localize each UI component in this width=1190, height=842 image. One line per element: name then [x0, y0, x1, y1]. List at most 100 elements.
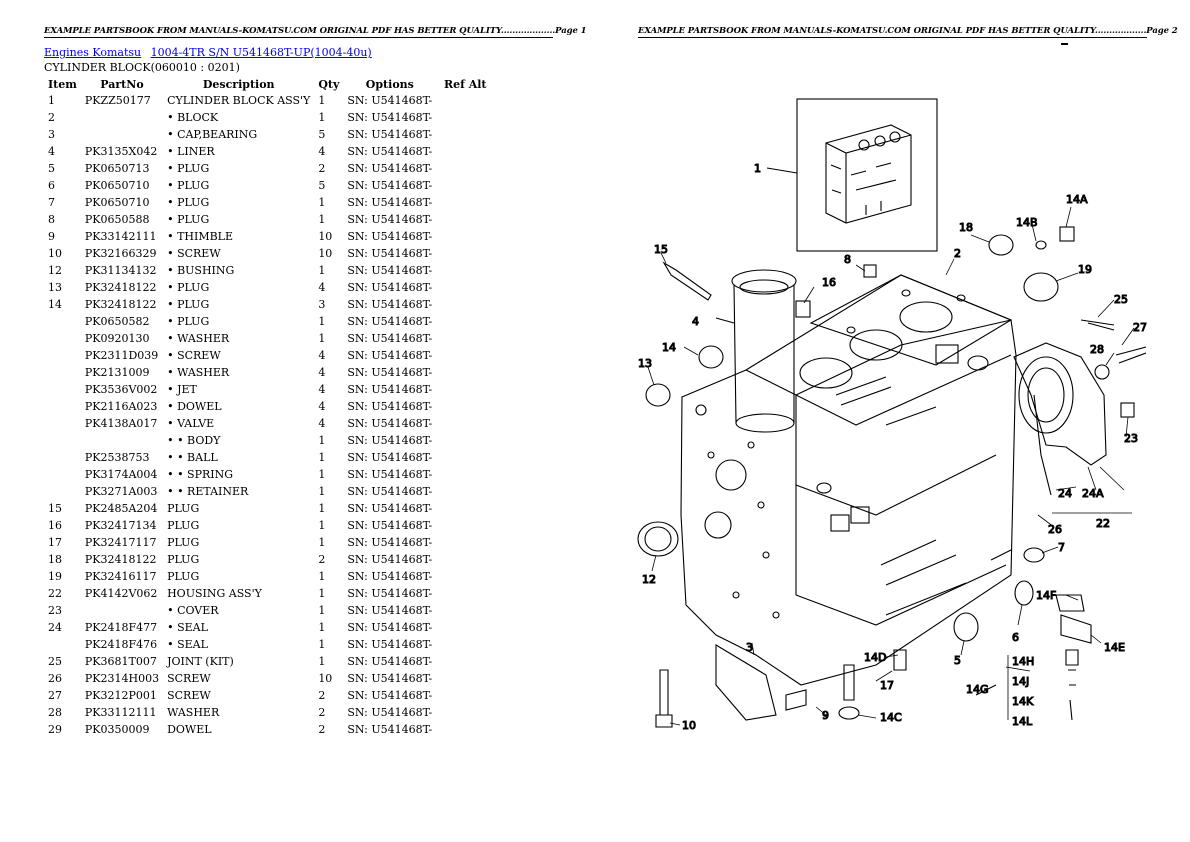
- cell-item: 3: [48, 128, 55, 141]
- breadcrumb-link-model[interactable]: 1004-4TR S/N U541468T-UP(1004-40u): [150, 46, 372, 59]
- cell-ref-alt: [436, 670, 494, 687]
- cell-description: PLUG: [167, 536, 200, 549]
- cell-description: • CAP,BEARING: [167, 128, 258, 141]
- cell-ref-alt: [436, 398, 494, 415]
- cell-ref-alt: [436, 721, 494, 738]
- callout-label: 23: [1124, 432, 1138, 445]
- callout-label: 14D: [864, 651, 886, 664]
- cell-partno: PK2311D039: [84, 349, 159, 362]
- callout-label: 1: [754, 162, 761, 175]
- cell-description: • PLUG: [167, 315, 210, 328]
- leader-4: [715, 317, 735, 324]
- cell-partno: PK0650710: [84, 179, 150, 192]
- cell-qty: 3: [318, 298, 326, 311]
- cell-qty: 1: [318, 94, 326, 107]
- cell-description: SCREW: [167, 689, 211, 702]
- cell-options: SN: U541468T-: [347, 230, 433, 243]
- cell-qty: 1: [318, 519, 326, 532]
- cell-options: SN: U541468T-: [347, 434, 433, 447]
- cell-options: SN: U541468T-: [347, 349, 433, 362]
- cell-qty: 4: [318, 145, 326, 158]
- cell-qty: 1: [318, 587, 326, 600]
- cell-item: [44, 415, 81, 432]
- column-header-options: Options: [365, 77, 414, 91]
- cell-description: PLUG: [167, 502, 200, 515]
- cell-item: 22: [48, 587, 62, 600]
- cell-ref-alt: [436, 313, 494, 330]
- cell-ref-alt: [436, 194, 494, 211]
- cell-ref-alt: [436, 687, 494, 704]
- cell-item: 7: [48, 196, 55, 209]
- cell-ref-alt: [436, 279, 494, 296]
- callout-label: 14B: [1016, 216, 1038, 229]
- cell-item: 5: [48, 162, 55, 175]
- cell-qty: 4: [318, 281, 326, 294]
- cell-ref-alt: [436, 704, 494, 721]
- column-header-description: Description: [202, 77, 275, 91]
- cell-description: • • BODY: [167, 434, 221, 447]
- breadcrumb: Engines Komatsu 1004-4TR S/N U541468T-UP…: [44, 46, 378, 59]
- cell-qty: 1: [318, 264, 326, 277]
- cell-options: SN: U541468T-: [347, 128, 433, 141]
- cell-item: [44, 483, 81, 500]
- cell-options: SN: U541468T-: [347, 604, 433, 617]
- cell-partno: PK4142V062: [84, 587, 158, 600]
- cell-qty: 10: [318, 230, 333, 243]
- cell-options: SN: U541468T-: [347, 162, 433, 175]
- cell-qty: 2: [318, 689, 326, 702]
- callout-label: 13: [638, 357, 652, 370]
- page-header-left: EXAMPLE PARTSBOOK FROM MANUALS-KOMATSU.C…: [44, 26, 587, 38]
- cell-ref-alt: [436, 415, 494, 432]
- cell-item: [44, 347, 81, 364]
- cell-options: SN: U541468T-: [347, 366, 433, 379]
- cell-partno: PK2418F477: [84, 621, 158, 634]
- cell-description: • SCREW: [167, 349, 221, 362]
- callout-label: 26: [1048, 523, 1062, 536]
- cell-options: SN: U541468T-: [347, 247, 433, 260]
- cell-options: SN: U541468T-: [347, 621, 433, 634]
- breadcrumb-link-category[interactable]: Engines Komatsu: [44, 46, 142, 59]
- cell-item: 19: [48, 570, 62, 583]
- cell-qty: 1: [318, 536, 326, 549]
- callout-label: 14J: [1012, 675, 1029, 688]
- cell-item: 1: [48, 94, 55, 107]
- callout-label: 22: [1096, 517, 1110, 530]
- cell-options: SN: U541468T-: [347, 264, 433, 277]
- cell-options: SN: U541468T-: [347, 502, 433, 515]
- cell-item: 12: [48, 264, 62, 277]
- cell-ref-alt: [436, 262, 494, 279]
- callout-label: 7: [1058, 541, 1065, 554]
- cell-qty: 2: [318, 162, 326, 175]
- cell-partno: PK32417117: [84, 536, 157, 549]
- cell-partno: PKZZ50177: [84, 94, 151, 107]
- cell-partno: PK0650710: [84, 196, 150, 209]
- cell-qty: 4: [318, 417, 326, 430]
- cell-ref-alt: [436, 296, 494, 313]
- cell-options: SN: U541468T-: [347, 536, 433, 549]
- cell-ref-alt: [436, 449, 494, 466]
- callout-label: 9: [822, 709, 829, 722]
- cell-options: SN: U541468T-: [347, 723, 433, 736]
- cell-description: • • SPRING: [167, 468, 234, 481]
- cell-description: • PLUG: [167, 162, 210, 175]
- cell-item: 2: [48, 111, 55, 124]
- cell-description: • BLOCK: [167, 111, 219, 124]
- callout-label: 18: [959, 221, 973, 234]
- cell-description: • LINER: [167, 145, 215, 158]
- cell-partno: PK3536V002: [84, 383, 158, 396]
- cell-qty: 5: [318, 128, 326, 141]
